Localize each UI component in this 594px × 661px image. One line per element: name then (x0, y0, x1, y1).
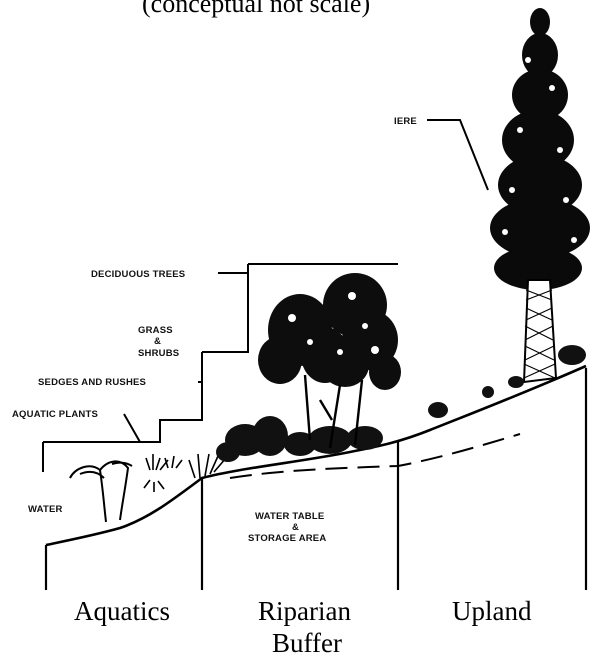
conifer-tree (428, 8, 590, 418)
aquatic-plants-label: AQUATIC PLANTS (12, 409, 98, 420)
zone-riparian-line2: Buffer (272, 628, 342, 658)
conifer-label: IERE (394, 116, 417, 127)
water-label: WATER (28, 504, 63, 515)
zone-aquatics: Aquatics (74, 596, 170, 626)
water-table-label-line1: WATER TABLE (255, 511, 324, 522)
grass-label-line3: SHRUBS (138, 348, 179, 359)
deciduous-trees-label: DECIDUOUS TREES (91, 269, 185, 280)
water-table-label-line2: & (292, 522, 299, 533)
zone-upland: Upland (452, 596, 532, 626)
edge-plants (144, 454, 226, 492)
zone-riparian-line1: Riparian (258, 596, 351, 626)
top-caption: (conceptual not scale) (142, 0, 370, 18)
water-table-label-line3: STORAGE AREA (248, 533, 326, 544)
sedges-label: SEDGES AND RUSHES (38, 377, 146, 388)
grass-label-line1: GRASS (138, 325, 173, 336)
grass-label-line2: & (154, 336, 161, 347)
